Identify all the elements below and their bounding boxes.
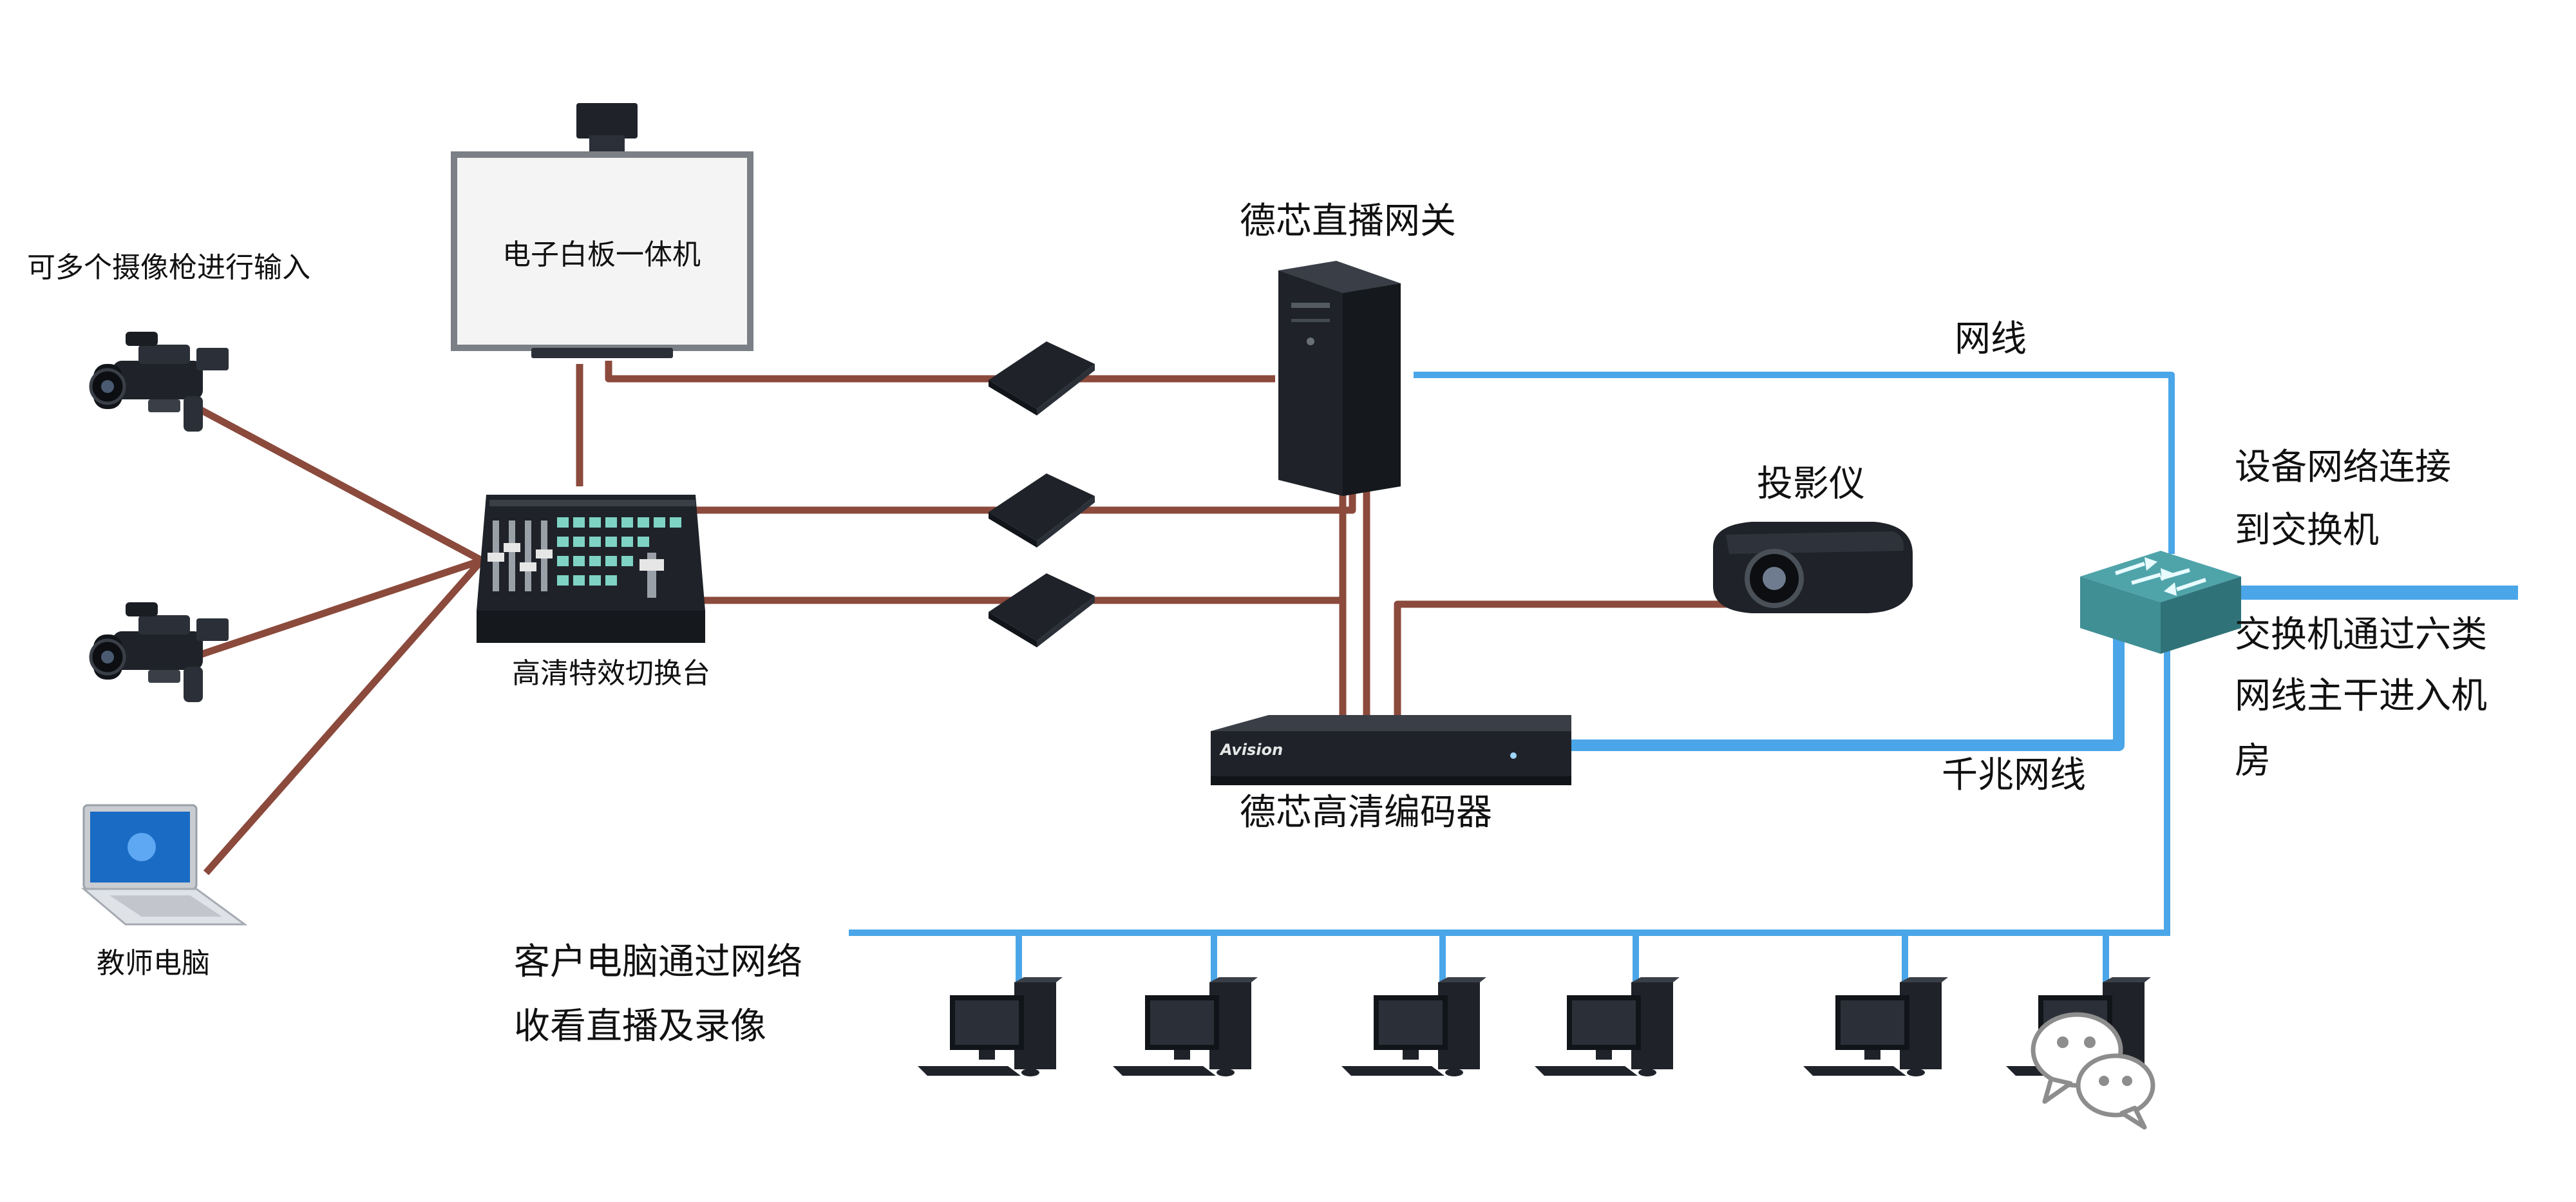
- cable-camera1-switcher: [191, 403, 484, 564]
- desktop-pc-icon: [1535, 977, 1680, 1076]
- switch-note-line-1: 设备网络连接: [2235, 446, 2451, 488]
- hdmi-extender-icon: [989, 473, 1095, 548]
- hdmi-extender-icon: [989, 573, 1095, 647]
- video-camera-icon: [89, 602, 229, 702]
- encoder-label: 德芯高清编码器: [1240, 792, 1492, 834]
- encoder-brand-label: Avision: [1220, 741, 1283, 759]
- network-cable-label: 网线: [1955, 318, 2027, 360]
- laptop-icon: [80, 804, 248, 926]
- cable-switcher-gateway: [696, 490, 1356, 514]
- video-switcher-icon: [477, 495, 705, 643]
- switch-note-line-2: 到交换机: [2235, 510, 2379, 551]
- wechat-watermark-icon: [2031, 1012, 2155, 1130]
- av-cables: [191, 361, 1732, 875]
- hdmi-extender-icon: [989, 341, 1095, 415]
- teacher-pc-label: 教师电脑: [97, 947, 210, 980]
- projector-label: 投影仪: [1757, 463, 1865, 505]
- cable-gateway-switch: [1414, 372, 2175, 554]
- backbone-note-line-2: 网线主干进入机: [2235, 675, 2487, 717]
- gigabit-cable-label: 千兆网线: [1942, 754, 2086, 796]
- client-note-line-1: 客户电脑通过网络: [514, 941, 802, 983]
- desktop-pc-icon: [1341, 977, 1486, 1076]
- multi-camera-label: 可多个摄像枪进行输入: [27, 251, 310, 284]
- client-note-line-2: 收看直播及录像: [514, 1006, 766, 1047]
- gateway-label: 德芯直播网关: [1240, 200, 1456, 242]
- network-cables: [849, 372, 2518, 989]
- cable-camera2-switcher: [192, 557, 483, 661]
- backbone-note-line-3: 房: [2235, 740, 2271, 782]
- switcher-label: 高清特效切换台: [512, 657, 710, 690]
- cable-encoder-switch-gigabit: [1568, 638, 2125, 751]
- backbone-note-line-1: 交换机通过六类: [2235, 614, 2487, 656]
- desktop-pc-icon: [918, 977, 1063, 1076]
- desktop-pc-icon: [1113, 977, 1258, 1076]
- interactive-whiteboard-icon: [451, 103, 753, 358]
- desktop-pc-icon: [1803, 977, 1948, 1076]
- video-camera-icon: [89, 332, 229, 432]
- network-switch-icon: [2080, 551, 2241, 654]
- rack-encoder-icon: [1211, 715, 1571, 785]
- cable-laptop-switcher: [203, 558, 485, 875]
- projector-icon: [1713, 522, 1913, 613]
- whiteboard-label: 电子白板一体机: [502, 238, 701, 271]
- cable-projector-encoder: [1394, 600, 1732, 715]
- server-tower-icon: [1278, 261, 1401, 496]
